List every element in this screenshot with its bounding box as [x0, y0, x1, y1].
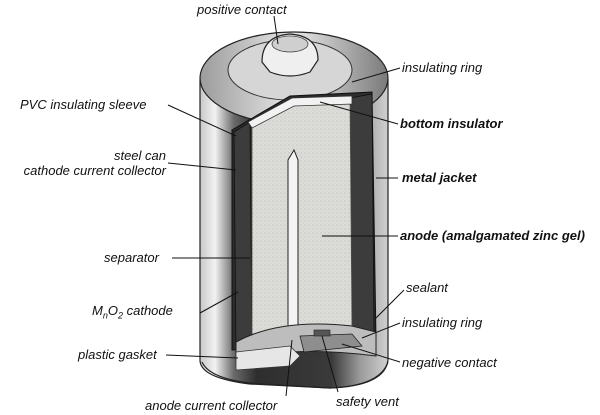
- leader-insulating-ring-top: [351, 67, 401, 83]
- mno2-cathode-wall: [233, 121, 253, 351]
- leader-bottom-insulator: [319, 101, 399, 125]
- leader-mno2: [199, 291, 239, 314]
- label-plastic-gasket: plastic gasket: [78, 347, 157, 362]
- label-metal-jacket: metal jacket: [402, 170, 477, 185]
- label-steel-can: steel can: [113, 148, 166, 163]
- leader-steel-can: [167, 162, 237, 171]
- label-bottom-insulator: bottom insulator: [400, 116, 503, 131]
- mno2-m: M: [92, 303, 103, 318]
- label-safety-vent: safety vent: [336, 394, 399, 409]
- leader-lines: [165, 15, 405, 397]
- mno2-o: O: [107, 303, 118, 318]
- leader-positive-contact: [273, 15, 279, 45]
- leader-insulating-ring-bottom: [361, 322, 401, 339]
- leader-anode-collector: [285, 339, 293, 397]
- label-pvc-insulating-sleeve: PVC insulating sleeve: [20, 97, 147, 112]
- mno2-rest: cathode: [123, 303, 173, 318]
- label-cathode-current-collector: cathode current collector: [23, 163, 166, 178]
- negative-contact-plate: [299, 333, 363, 353]
- label-mno2-cathode: MnO2 cathode: [92, 303, 173, 324]
- label-negative-contact: negative contact: [402, 355, 497, 370]
- leader-negative-contact: [341, 343, 401, 363]
- label-insulating-ring-bottom: insulating ring: [402, 315, 483, 330]
- leader-pvc-sleeve: [167, 104, 237, 137]
- leader-plastic-gasket: [165, 354, 239, 359]
- label-anode: anode (amalgamated zinc gel): [400, 228, 585, 243]
- leader-safety-vent: [321, 335, 339, 393]
- label-positive-contact: positive contact: [197, 2, 287, 17]
- anode-gel: [251, 97, 353, 341]
- leader-sealant: [375, 289, 405, 319]
- label-separator: separator: [104, 250, 159, 265]
- label-insulating-ring-top: insulating ring: [402, 60, 483, 75]
- mno2-2: 2: [117, 310, 123, 321]
- anode-collector-nail: [287, 148, 299, 351]
- label-anode-current-collector: anode current collector: [145, 398, 278, 413]
- mno2-n: n: [102, 310, 108, 321]
- label-sealant: sealant: [406, 280, 448, 295]
- plastic-gasket-shape: [235, 345, 301, 371]
- safety-vent-shape: [313, 329, 331, 337]
